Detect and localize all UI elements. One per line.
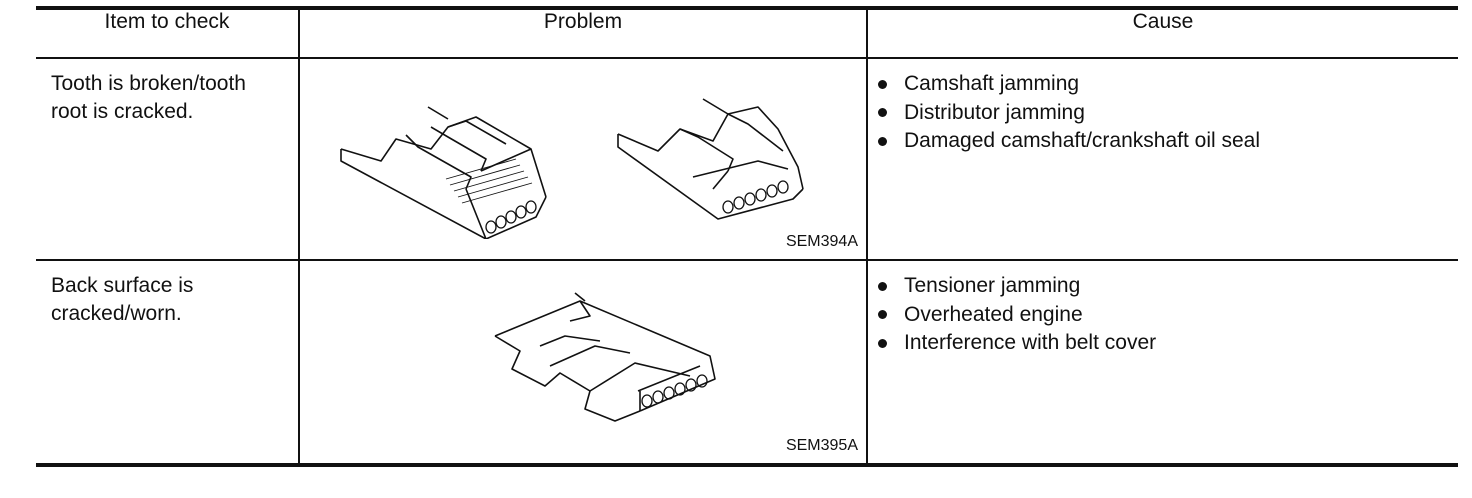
cause-cell: Camshaft jamming Distributor jamming Dam… [867,58,1458,261]
cause-text: Camshaft jamming [904,72,1080,95]
problem-cell: SEM395A [299,260,868,467]
bullet-icon [878,310,887,320]
header-item-to-check: Item to check [36,6,300,59]
problem-cell: SEM394A [299,58,868,261]
bullet-icon [878,136,887,146]
item-cell: Tooth is broken/tooth root is cracked. [36,58,300,261]
bullet-icon [878,338,887,348]
item-text: Tooth is broken/tooth root is cracked. [51,72,246,123]
list-item: Camshaft jamming [878,70,1458,99]
cause-list: Camshaft jamming Distributor jamming Dam… [868,59,1458,156]
table-row: Back surface is cracked/worn. SEM39 [36,260,1458,467]
broken-tooth-belt-illustration [340,106,547,239]
worn-back-surface-belt-illustration [494,292,716,422]
cause-text: Tensioner jamming [904,274,1081,297]
list-item: Interference with belt cover [878,329,1458,358]
bullet-icon [878,108,887,118]
item-cell: Back surface is cracked/worn. [36,260,300,467]
cause-text: Distributor jamming [904,100,1085,124]
list-item: Damaged camshaft/crankshaft oil seal [878,127,1458,156]
cause-text: Interference with belt cover [904,331,1157,354]
header-problem: Problem [299,6,868,59]
cause-list: Tensioner jamming Overheated engine Inte… [868,261,1458,358]
bullet-icon [878,281,887,291]
figure-code: SEM395A [785,437,858,454]
bullet-icon [878,79,887,89]
list-item: Tensioner jamming [878,272,1458,301]
list-item: Distributor jamming [878,99,1458,128]
cracked-tooth-root-belt-illustration [617,98,804,220]
cause-text: Damaged camshaft/crankshaft oil seal [904,129,1261,152]
header-cause: Cause [867,6,1458,59]
table-header-row: Item to check Problem Cause [36,6,1458,59]
table-row: Tooth is broken/tooth root is cracked. [36,58,1458,261]
figure-code: SEM394A [785,233,858,250]
item-text: Back surface is cracked/worn. [51,274,194,325]
cause-cell: Tensioner jamming Overheated engine Inte… [867,260,1458,467]
cause-text: Overheated engine [904,302,1083,326]
belt-inspection-table: Item to check Problem Cause Tooth is bro… [36,6,1458,467]
list-item: Overheated engine [878,301,1458,330]
